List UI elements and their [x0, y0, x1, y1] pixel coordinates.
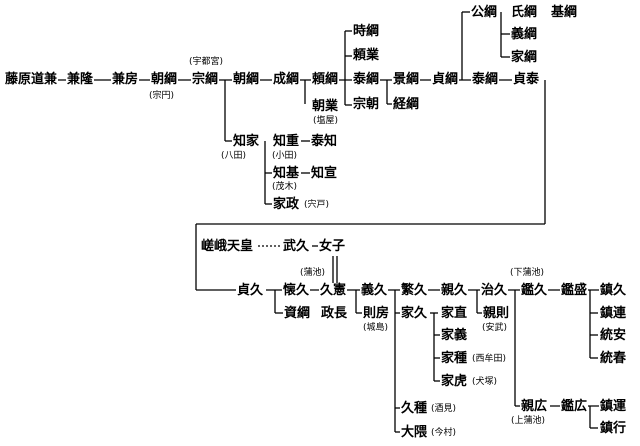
person-iemasa: 家政: [272, 197, 301, 212]
person-mototsuna: 基綱: [550, 5, 579, 20]
person-harahisa: 治久: [480, 283, 509, 298]
person-chikahiro: 親広: [520, 399, 549, 414]
note-sakami: (酒見): [431, 404, 457, 414]
person-chikanori: 親則: [482, 306, 511, 321]
person-naritsuna: 成綱: [272, 72, 301, 87]
note-shishido: (宍戸): [304, 200, 330, 210]
person-takehisa: 武久: [282, 239, 311, 254]
person-tomoshige: 知重: [272, 134, 301, 149]
person-ohkuma: 大隈: [400, 425, 429, 440]
person-yoritsuna: 頼綱: [311, 72, 340, 87]
person-ietsuna: 家綱: [510, 50, 539, 65]
person-munenari: 統春: [599, 351, 628, 366]
person-yorinari: 頼業: [352, 48, 381, 63]
person-shigehisa: 繁久: [400, 283, 429, 298]
person-iehisa: 家久: [400, 306, 429, 321]
person-masanaga: 政長: [320, 306, 349, 321]
note-kamikamachi: (上蒲池): [511, 416, 546, 426]
person-shizuyasu: 統安: [599, 328, 628, 343]
person-sadayasu: 貞泰: [512, 72, 541, 87]
person-shizuyuki: 鎮行: [599, 421, 628, 436]
person-akimori: 鑑盛: [560, 283, 589, 298]
person-kanefusa: 兼房: [111, 72, 140, 87]
note-kijima: (城島): [363, 323, 389, 333]
person-shizuhisa: 鎮久: [599, 283, 628, 298]
person-sukemune: 資綱: [283, 306, 312, 321]
note-utsunomiya: (宇都宮): [189, 57, 224, 67]
note-kamachi: (蒲池): [300, 268, 326, 278]
person-ietane: 家種: [440, 351, 469, 366]
person-ieyoshi: 家義: [440, 328, 469, 343]
person-tsunetsuna: 経綱: [392, 97, 421, 112]
note-anbu: (安武): [482, 323, 508, 333]
note-mogi: (茂木): [272, 182, 298, 192]
note-hatta: (八田): [221, 151, 247, 161]
person-saga-tenno: 嵯峨天皇: [200, 239, 255, 254]
note-inuzuka: (犬塚): [472, 377, 498, 387]
person-yasutsuna-2: 泰綱: [471, 72, 500, 87]
person-kimitsuna: 公綱: [470, 5, 499, 20]
person-tomomoto: 知基: [272, 166, 301, 181]
person-tokitsuna: 時綱: [352, 24, 381, 39]
note-shionoya: (塩屋): [313, 116, 339, 126]
person-yasutomo: 泰知: [310, 134, 339, 149]
person-ietora: 家虎: [440, 374, 469, 389]
note-nishimuta: (西牟田): [472, 354, 507, 364]
person-tomonobu: 知宣: [310, 166, 339, 181]
person-tomotsuna-2: 朝綱: [232, 72, 261, 87]
person-norifusa: 則房: [362, 306, 391, 321]
person-ienao: 家直: [440, 306, 469, 321]
note-soen: (宗円): [149, 91, 175, 101]
note-shimakamachi: (下蒲池): [510, 268, 545, 278]
person-shizutsura: 鎮連: [599, 306, 628, 321]
person-tomonari: 朝業: [311, 99, 340, 114]
person-munetsuna: 宗綱: [191, 72, 220, 87]
person-tomotsuna-1: 朝綱: [150, 72, 179, 87]
person-joshi: 女子: [318, 239, 347, 254]
person-yasutsuna: 泰綱: [352, 72, 381, 87]
person-yoshitsuna: 義綱: [510, 27, 539, 42]
person-kaihisa: 懐久: [282, 283, 311, 298]
note-imamura: (今村): [431, 428, 457, 438]
person-yoshihisa: 義久: [360, 283, 389, 298]
person-chikahisa: 親久: [440, 283, 469, 298]
person-munetomo: 宗朝: [352, 97, 381, 112]
person-shizumichi: 鎮運: [599, 399, 628, 414]
person-sadatsuna: 貞綱: [431, 72, 460, 87]
note-oda: (小田): [272, 151, 298, 161]
person-hisanori: 久憲: [319, 283, 348, 298]
person-akihiro: 鑑広: [560, 399, 589, 414]
person-fujiwara-michikane: 藤原道兼: [4, 72, 59, 87]
person-sadahisa: 貞久: [236, 283, 265, 298]
person-ujitsuna: 氏綱: [510, 5, 539, 20]
person-hisatane: 久種: [400, 401, 429, 416]
person-akihisa: 鑑久: [520, 283, 549, 298]
person-kanetaka: 兼隆: [66, 72, 95, 87]
person-tomoie: 知家: [232, 134, 261, 149]
person-kagetsuna: 景綱: [392, 72, 421, 87]
